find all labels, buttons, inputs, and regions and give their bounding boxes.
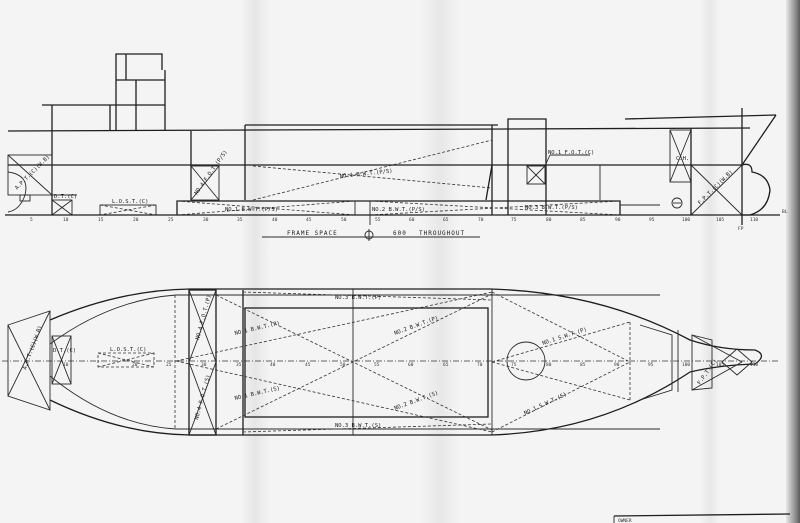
- svg-text:60: 60: [408, 362, 414, 368]
- tank-label-no2-db: NO.2 B.W.T.(P/S): [372, 207, 425, 213]
- svg-text:45: 45: [305, 362, 311, 368]
- tank-label-lost: L.O.S.T.(C): [112, 199, 148, 205]
- profile-view: A.P.T.(C)(W.B) D.T.(C) L.O.S.T.(C) NO.4 …: [5, 53, 788, 241]
- plan-label-no4-fo-p: NO.4 F.O.T.(P): [195, 294, 213, 340]
- tank-label-no4-fo: NO.4 F.O.T.(P/S): [194, 149, 229, 196]
- plan-label-dt: D.T.(C): [53, 348, 76, 354]
- svg-text:25: 25: [168, 217, 174, 223]
- fp-label: FP: [738, 226, 744, 232]
- svg-text:95: 95: [649, 217, 655, 223]
- tank-label-fo-c: NO.1 F.O.T.(C): [548, 150, 594, 156]
- tank-label-fore-peak: F.P.T.(C)(W.B): [697, 169, 734, 206]
- frame-space-suffix: THROUGHOUT: [419, 230, 465, 237]
- svg-text:50: 50: [340, 362, 346, 368]
- svg-text:110: 110: [750, 362, 758, 368]
- svg-text:35: 35: [237, 217, 243, 223]
- plan-label-no1-sw-p: NO.1 S.W.T.(P): [542, 327, 588, 347]
- svg-text:80: 80: [546, 362, 552, 368]
- svg-text:15: 15: [98, 217, 104, 223]
- svg-text:35: 35: [236, 362, 242, 368]
- svg-text:60: 60: [409, 217, 415, 223]
- svg-text:55: 55: [374, 362, 380, 368]
- svg-text:20: 20: [133, 217, 139, 223]
- svg-text:105: 105: [716, 362, 724, 368]
- svg-text:30: 30: [201, 362, 207, 368]
- svg-text:5: 5: [30, 217, 33, 223]
- scan-edge: [786, 0, 800, 523]
- title-block-label: OWNER: [618, 518, 632, 523]
- svg-text:10: 10: [63, 217, 69, 223]
- svg-text:70: 70: [477, 362, 483, 368]
- frame-space-label: FRAME SPACE: [287, 230, 338, 237]
- svg-text:70: 70: [478, 217, 484, 223]
- svg-text:90: 90: [615, 217, 621, 223]
- plan-label-no3-wt-p: NO.3 B.W.T.(P): [335, 295, 381, 301]
- svg-text:75: 75: [511, 217, 517, 223]
- svg-text:85: 85: [580, 217, 586, 223]
- svg-text:100: 100: [682, 362, 690, 368]
- svg-text:30: 30: [203, 217, 209, 223]
- fold-shadow: [420, 0, 460, 523]
- svg-text:40: 40: [270, 362, 276, 368]
- svg-text:20: 20: [132, 362, 138, 368]
- frame-space-value: 600: [393, 230, 407, 237]
- tank-label-chain-locker: C.H.: [676, 156, 689, 162]
- baseline-label: BL: [782, 209, 788, 215]
- plan-label-no2-wt-p: NO.2 B.W.T.(P): [394, 315, 440, 336]
- tank-label-aft-peak: A.P.T.(C)(W.B): [14, 154, 51, 191]
- svg-text:50: 50: [341, 217, 347, 223]
- svg-text:55: 55: [375, 217, 381, 223]
- svg-text:110: 110: [750, 217, 758, 223]
- svg-text:65: 65: [443, 217, 449, 223]
- tank-label-no1-side: NO.1 B.W.T.(P/S): [340, 168, 393, 180]
- svg-text:90: 90: [614, 362, 620, 368]
- plan-label-no4-fo-s: NO.4 F.O.T.(S): [194, 374, 212, 420]
- svg-text:80: 80: [546, 217, 552, 223]
- svg-text:40: 40: [272, 217, 278, 223]
- svg-text:75: 75: [511, 362, 517, 368]
- svg-text:45: 45: [306, 217, 312, 223]
- tank-label-dt: D.T.(C): [54, 194, 77, 200]
- title-block: OWNER: [613, 513, 791, 523]
- plan-label-no3-wt-s: NO.3 B.W.T.(S): [335, 423, 381, 429]
- tank-label-no1-db: NO.1 B.W.T.(P/S): [225, 207, 278, 213]
- tank-label-no3-db: NO.3 B.W.T.(P/S): [525, 205, 578, 211]
- plan-label-no1-sw-s: NO.1 S.W.T.(S): [523, 392, 568, 417]
- plan-view: A.P.T.(C)(W.B) D.T.(C) L.O.S.T.(C) NO.4 …: [2, 288, 780, 436]
- profile-frame-ticks: 5 10 15 20 25 30 35 40 45 50 55 60 65 70…: [30, 217, 758, 223]
- fold-shadow: [700, 0, 720, 523]
- plan-label-no1-wt-s: NO.1 B.W.T.(S): [234, 386, 281, 402]
- fold-shadow: [240, 0, 270, 523]
- svg-text:65: 65: [443, 362, 449, 368]
- plan-label-no1-wt-p: NO.1 B.W.T.(P): [234, 321, 281, 337]
- svg-text:25: 25: [166, 362, 172, 368]
- plan-label-lost: L.O.S.T.(C): [110, 347, 146, 353]
- svg-text:5: 5: [26, 362, 29, 368]
- svg-text:85: 85: [580, 362, 586, 368]
- svg-text:10: 10: [63, 362, 69, 368]
- svg-text:95: 95: [648, 362, 654, 368]
- svg-text:105: 105: [716, 217, 724, 223]
- plan-frame-ticks: 5 10 20 25 30 35 40 45 50 55 60 65 70 75…: [26, 362, 758, 368]
- svg-text:100: 100: [682, 217, 690, 223]
